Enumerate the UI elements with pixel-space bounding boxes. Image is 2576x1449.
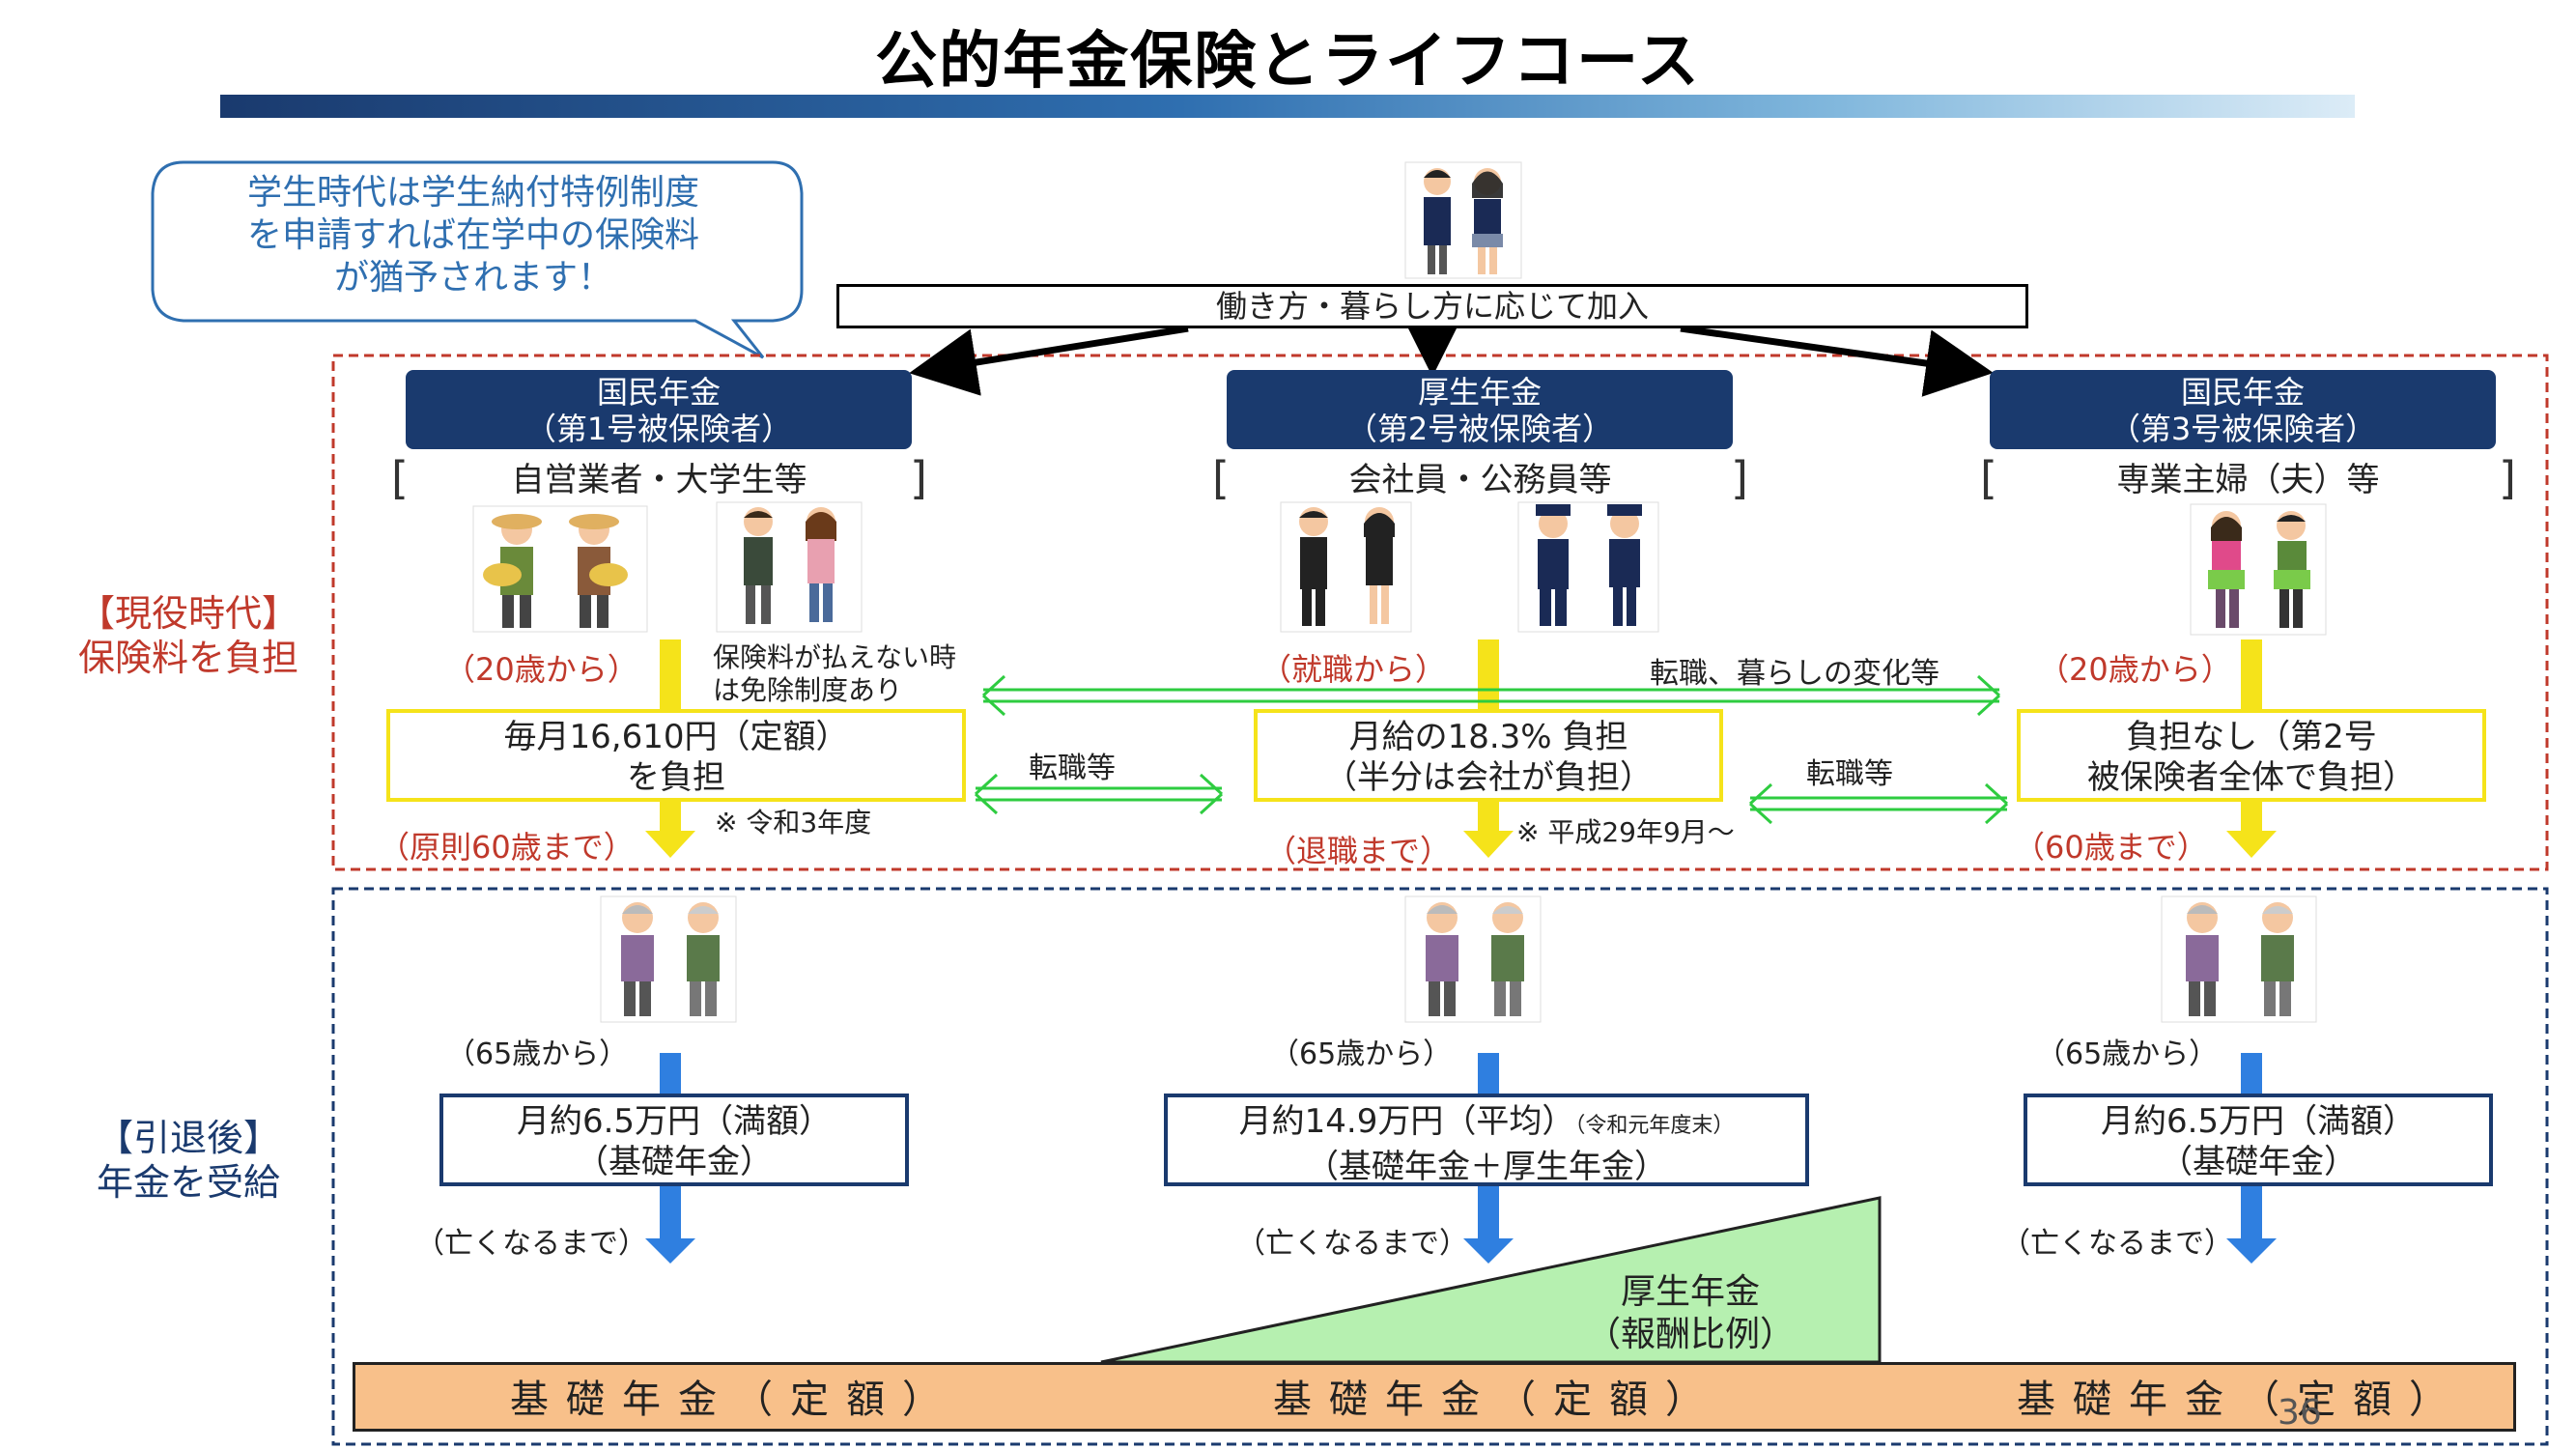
kousei-line: （報酬比例）	[1585, 1315, 1795, 1354]
enrollment-label-box: 働き方・暮らし方に応じて加入	[836, 284, 2028, 328]
category-label: 自営業者・大学生等	[511, 461, 807, 499]
civil-servant-illustration	[1517, 501, 1659, 633]
exemption-line: 保険料が払えない時	[713, 641, 957, 673]
benefit-line: （基礎年金）	[576, 1143, 773, 1181]
header-line: 国民年金	[2180, 374, 2305, 411]
benefit-box-1: 月約6.5万円（満額） （基礎年金）	[439, 1094, 909, 1186]
kiso-nenkin-bar: 基礎年金（定額） 基礎年金（定額） 基礎年金（定額）	[353, 1362, 2516, 1432]
end-label-1: （原則60歳まで）	[379, 829, 635, 866]
benefit-start-1: （65歳から）	[446, 1037, 629, 1071]
side-label-line: 年金を受給	[96, 1161, 280, 1204]
payment-line: （半分は会社が負担）	[1324, 758, 1653, 797]
header-line: 国民年金	[596, 374, 721, 411]
elderly-illustration-col3	[2161, 895, 2317, 1023]
homemaker-illustration	[2190, 503, 2327, 636]
side-label-line: 【現役時代】	[77, 592, 298, 635]
kiso-label-1: 基礎年金（定額）	[510, 1378, 958, 1422]
start-label-1: （20歳から）	[444, 651, 638, 688]
title-underline	[220, 95, 2355, 118]
payment-line: 負担なし（第2号	[2126, 718, 2377, 756]
benefit-start-3: （65歳から）	[2036, 1037, 2219, 1071]
retired-period-region	[331, 887, 2549, 1446]
benefit-date-note: （令和元年度末）	[1574, 1114, 1735, 1138]
arrow-to-col1	[909, 325, 1189, 396]
page-title: 公的年金保険とライフコース	[875, 26, 1701, 98]
header-category-2: 厚生年金 （第2号被保険者）	[1227, 370, 1733, 449]
benefit-end-2: （亡くなるまで）	[1236, 1227, 1468, 1261]
benefit-start-2: （65歳から）	[1270, 1037, 1453, 1071]
elderly-illustration-col1	[600, 895, 737, 1023]
start-label-3: （20歳から）	[2038, 651, 2232, 688]
transition-label-1: 転職等	[1029, 752, 1116, 785]
payment-note-2: ※ 平成29年9月～	[1516, 816, 1735, 848]
side-label-current: 【現役時代】 保険料を負担	[43, 591, 333, 680]
end-label-3: （60歳まで）	[2014, 829, 2208, 866]
side-label-line: 【引退後】	[96, 1117, 280, 1159]
arrow-to-col3	[1680, 325, 1994, 397]
bracket-left: [	[391, 452, 409, 504]
header-category-1: 国民年金 （第1号被保険者）	[406, 370, 912, 449]
benefit-line: （基礎年金）	[2160, 1143, 2357, 1181]
category-1: [ 自営業者・大学生等 ]	[391, 452, 927, 504]
header-line: （第2号被保険者）	[1345, 411, 1614, 447]
benefit-amount: 月約14.9万円（平均）	[1238, 1102, 1575, 1141]
bracket-left: [	[1980, 452, 1997, 504]
green-double-arrows	[974, 674, 2009, 825]
exemption-line: は免除制度あり	[713, 674, 903, 706]
end-label-2: （退職まで）	[1265, 833, 1452, 869]
side-label-line: 保険料を負担	[77, 637, 298, 679]
payment-line: を負担	[627, 758, 725, 797]
payment-box-2: 月給の18.3% 負担 （半分は会社が負担）	[1254, 709, 1723, 802]
header-line: 厚生年金	[1417, 374, 1542, 411]
category-3: [ 専業主婦（夫）等 ]	[1980, 452, 2516, 504]
header-line: （第3号被保険者）	[2109, 411, 2377, 447]
benefit-line: 月約6.5万円（満額）	[2100, 1102, 2417, 1141]
category-label: 専業主婦（夫）等	[2116, 461, 2380, 499]
university-student-illustration	[716, 501, 863, 633]
header-line: （第1号被保険者）	[524, 411, 793, 447]
category-label: 会社員・公務員等	[1348, 461, 1612, 499]
start-label-2: （就職から）	[1260, 651, 1447, 688]
office-worker-illustration	[1280, 501, 1412, 633]
payment-line: 毎月16,610円（定額）	[503, 718, 849, 756]
transition-label-3: 転職、暮らしの変化等	[1650, 657, 1939, 691]
benefit-box-2: 月約14.9万円（平均）（令和元年度末） （基礎年金＋厚生年金）	[1164, 1094, 1809, 1186]
student-illustration	[1404, 161, 1522, 279]
benefit-end-1: （亡くなるまで）	[415, 1227, 647, 1261]
kousei-label: 厚生年金 （報酬比例）	[1545, 1271, 1835, 1356]
speech-bubble	[151, 160, 804, 359]
benefit-end-3: （亡くなるまで）	[2001, 1227, 2233, 1261]
elderly-illustration-col2	[1404, 895, 1542, 1023]
transition-label-2: 転職等	[1806, 757, 1893, 791]
student-deferral-callout: 学生時代は学生納付特例制度 を申請すれば在学中の保険料 が猶予されます！	[155, 172, 792, 299]
bracket-left: [	[1212, 452, 1230, 504]
payment-line: 被保険者全体で負担）	[2087, 758, 2416, 797]
benefit-line: （基礎年金＋厚生年金）	[1306, 1148, 1667, 1186]
page-number: 36	[2278, 1393, 2322, 1433]
benefit-line: 月約14.9万円（平均）（令和元年度末）	[1168, 1101, 1805, 1147]
payment-note-1: ※ 令和3年度	[715, 807, 872, 838]
farmer-illustration	[472, 505, 648, 633]
callout-line: を申請すれば在学中の保険料	[246, 215, 699, 255]
bracket-right: ]	[2499, 452, 2516, 504]
payment-line: 月給の18.3% 負担	[1348, 718, 1628, 756]
side-label-retired: 【引退後】 年金を受給	[43, 1116, 333, 1205]
payment-box-1: 毎月16,610円（定額） を負担	[386, 709, 966, 802]
kiso-label-2: 基礎年金（定額）	[1273, 1378, 1721, 1422]
callout-line: 学生時代は学生納付特例制度	[246, 173, 699, 213]
category-2: [ 会社員・公務員等 ]	[1212, 452, 1748, 504]
benefit-line: 月約6.5万円（満額）	[516, 1102, 833, 1141]
exemption-note: 保険料が払えない時 は免除制度あり	[713, 641, 956, 707]
bracket-right: ]	[910, 452, 927, 504]
benefit-box-3: 月約6.5万円（満額） （基礎年金）	[2024, 1094, 2493, 1186]
kousei-line: 厚生年金	[1620, 1272, 1760, 1312]
callout-line: が猶予されます！	[333, 258, 612, 298]
bracket-right: ]	[1731, 452, 1748, 504]
kiso-label-3: 基礎年金（定額）	[2017, 1378, 2465, 1422]
header-category-3: 国民年金 （第3号被保険者）	[1990, 370, 2496, 449]
payment-box-3: 負担なし（第2号 被保険者全体で負担）	[2017, 709, 2486, 802]
